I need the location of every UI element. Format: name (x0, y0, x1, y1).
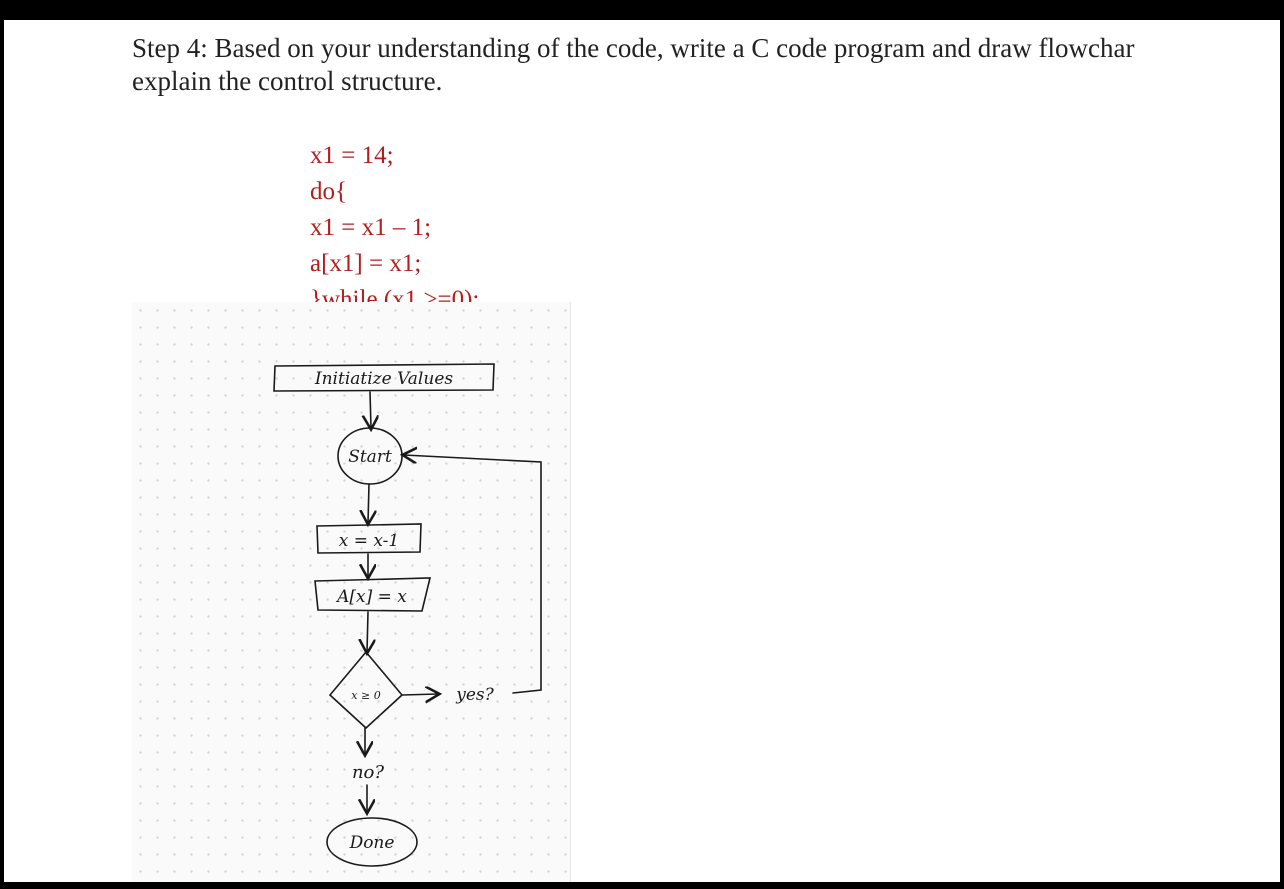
instruction-line-1: Step 4: Based on your understanding of t… (132, 33, 1135, 63)
loop-back-line (404, 455, 542, 694)
instruction-line-2: explain the control structure. (132, 66, 443, 96)
document-page: Step 4: Based on your understanding of t… (4, 20, 1280, 882)
no-label: no? (352, 762, 384, 783)
code-line: a[x1] = x1; (310, 250, 422, 277)
code-line: x1 = x1 – 1; (310, 214, 432, 241)
arrow-step2-decision (367, 611, 368, 652)
init-label: Initiatize Values (314, 369, 453, 389)
decision-label: x ≥ 0 (351, 689, 380, 702)
arrow-yes (401, 694, 438, 695)
arrow-init-start (370, 391, 371, 428)
step1-label: x = x-1 (339, 531, 400, 551)
step1-box (316, 523, 422, 554)
code-block: x1 = 14; do{ x1 = x1 – 1; a[x1] = x1; }w… (310, 138, 479, 318)
code-line: x1 = 14; (310, 142, 394, 169)
arrow-start-step1 (368, 483, 369, 523)
step2-box (314, 577, 432, 612)
step2-label: A[x] = x (335, 587, 407, 607)
flowchart-sketch: Initiatize Values Start x = x-1 A[x] = x… (132, 302, 571, 882)
instructions: Step 4: Based on your understanding of t… (132, 32, 1280, 98)
decision-node (328, 650, 404, 730)
flowchart-drawing: Initiatize Values Start x = x-1 A[x] = x… (273, 363, 542, 867)
done-label: Done (349, 833, 395, 853)
done-node (326, 817, 418, 867)
code-line: do{ (310, 178, 347, 205)
start-label: Start (348, 447, 392, 467)
yes-label: yes? (455, 685, 494, 705)
init-box (273, 363, 495, 392)
